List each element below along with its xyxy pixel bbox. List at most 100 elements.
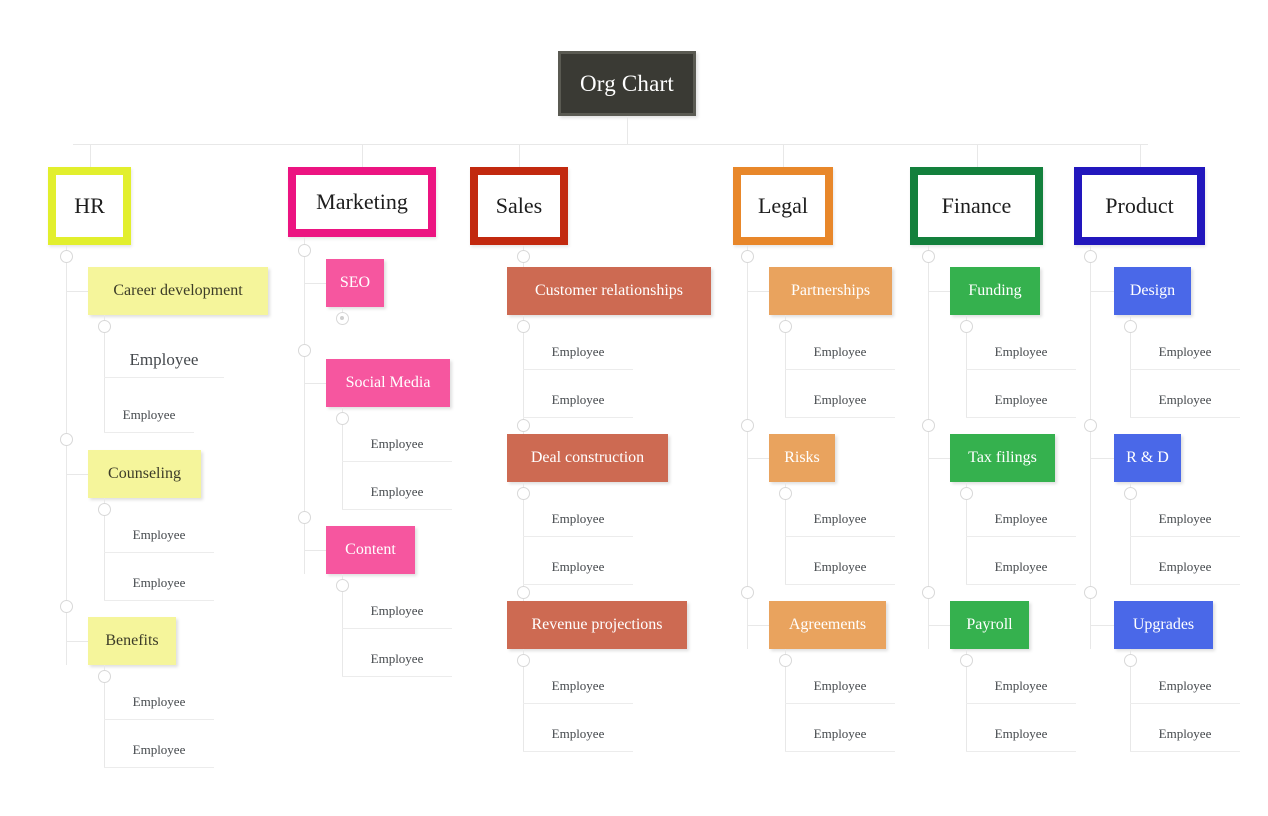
team-node-finance-0[interactable]: Funding [950, 267, 1040, 315]
team-node-marketing-0[interactable]: SEO [326, 259, 384, 307]
branch-dot-hr-0 [59, 249, 73, 263]
connector-team-spine-product-0 [1130, 315, 1131, 418]
dept-node-finance[interactable]: Finance [910, 167, 1043, 245]
dept-node-product[interactable]: Product [1074, 167, 1205, 245]
employee-node-hr-2-0[interactable]: Employee [104, 685, 214, 720]
employee-node-finance-2-0[interactable]: Employee [966, 669, 1076, 704]
employee-node-hr-2-1[interactable]: Employee [104, 733, 214, 768]
team-node-legal-0[interactable]: Partnerships [769, 267, 892, 315]
team-node-hr-0[interactable]: Career development [88, 267, 268, 315]
trunk-bus [73, 144, 1148, 145]
branch-dot-finance-2 [921, 585, 935, 599]
team-node-finance-2[interactable]: Payroll [950, 601, 1029, 649]
employee-node-hr-0-0[interactable]: Employee [104, 343, 224, 378]
employee-node-sales-1-1[interactable]: Employee [523, 550, 633, 585]
connector-team-elbow-finance-0 [928, 291, 950, 292]
connector-team-spine-finance-0 [966, 315, 967, 418]
connector-dept-spine-marketing [304, 237, 305, 574]
connector-team-elbow-finance-2 [928, 625, 950, 626]
employee-node-finance-0-0[interactable]: Employee [966, 335, 1076, 370]
employee-node-product-2-0[interactable]: Employee [1130, 669, 1240, 704]
employee-node-sales-1-0[interactable]: Employee [523, 502, 633, 537]
team-node-product-2[interactable]: Upgrades [1114, 601, 1213, 649]
connector-dept-drop-sales [519, 144, 520, 167]
employee-node-finance-2-1[interactable]: Employee [966, 717, 1076, 752]
branch-dot-hr-1 [59, 432, 73, 446]
employee-node-sales-0-1[interactable]: Employee [523, 383, 633, 418]
branch-dot-emp-sales-2-0 [516, 653, 530, 667]
team-node-product-1[interactable]: R & D [1114, 434, 1181, 482]
connector-team-spine-sales-2 [523, 649, 524, 752]
collapsed-toggle-marketing-0[interactable] [335, 311, 349, 325]
connector-dept-spine-hr [66, 245, 67, 665]
employee-node-product-1-0[interactable]: Employee [1130, 502, 1240, 537]
branch-dot-sales-0 [516, 249, 530, 263]
team-node-finance-1[interactable]: Tax filings [950, 434, 1055, 482]
employee-node-product-0-1[interactable]: Employee [1130, 383, 1240, 418]
connector-team-spine-legal-0 [785, 315, 786, 418]
branch-dot-emp-legal-1-0 [778, 486, 792, 500]
team-node-marketing-1[interactable]: Social Media [326, 359, 450, 407]
branch-dot-finance-0 [921, 249, 935, 263]
branch-dot-emp-product-1-0 [1123, 486, 1137, 500]
branch-dot-legal-2 [740, 585, 754, 599]
employee-node-marketing-1-0[interactable]: Employee [342, 427, 452, 462]
employee-node-legal-2-1[interactable]: Employee [785, 717, 895, 752]
team-node-sales-2[interactable]: Revenue projections [507, 601, 687, 649]
root-node-org-chart[interactable]: Org Chart [558, 51, 696, 116]
dept-node-hr[interactable]: HR [48, 167, 131, 245]
employee-node-sales-2-1[interactable]: Employee [523, 717, 633, 752]
branch-dot-marketing-1 [297, 343, 311, 357]
team-node-legal-1[interactable]: Risks [769, 434, 835, 482]
connector-team-elbow-product-1 [1090, 458, 1114, 459]
connector-dept-drop-product [1140, 144, 1141, 167]
employee-node-hr-1-1[interactable]: Employee [104, 566, 214, 601]
team-node-hr-1[interactable]: Counseling [88, 450, 201, 498]
employee-node-legal-1-0[interactable]: Employee [785, 502, 895, 537]
team-node-hr-2[interactable]: Benefits [88, 617, 176, 665]
team-node-sales-0[interactable]: Customer relationships [507, 267, 711, 315]
branch-dot-emp-hr-2-0 [97, 669, 111, 683]
employee-node-legal-0-1[interactable]: Employee [785, 383, 895, 418]
connector-team-spine-hr-1 [104, 498, 105, 601]
employee-node-marketing-2-1[interactable]: Employee [342, 642, 452, 677]
employee-node-product-1-1[interactable]: Employee [1130, 550, 1240, 585]
employee-node-product-2-1[interactable]: Employee [1130, 717, 1240, 752]
connector-team-elbow-legal-1 [747, 458, 769, 459]
employee-node-finance-0-1[interactable]: Employee [966, 383, 1076, 418]
employee-node-hr-0-1[interactable]: Employee [104, 398, 194, 433]
branch-dot-emp-finance-2-0 [959, 653, 973, 667]
employee-node-product-0-0[interactable]: Employee [1130, 335, 1240, 370]
employee-node-marketing-2-0[interactable]: Employee [342, 594, 452, 629]
branch-dot-sales-2 [516, 585, 530, 599]
employee-node-finance-1-1[interactable]: Employee [966, 550, 1076, 585]
connector-team-elbow-finance-1 [928, 458, 950, 459]
team-node-marketing-2[interactable]: Content [326, 526, 415, 574]
employee-node-legal-1-1[interactable]: Employee [785, 550, 895, 585]
dept-node-marketing[interactable]: Marketing [288, 167, 436, 237]
team-node-product-0[interactable]: Design [1114, 267, 1191, 315]
connector-team-spine-product-1 [1130, 482, 1131, 585]
branch-dot-legal-1 [740, 418, 754, 432]
team-node-sales-1[interactable]: Deal construction [507, 434, 668, 482]
connector-dept-spine-product [1090, 245, 1091, 649]
branch-dot-emp-marketing-2-0 [335, 578, 349, 592]
connector-team-spine-legal-2 [785, 649, 786, 752]
branch-dot-emp-sales-1-0 [516, 486, 530, 500]
employee-node-legal-2-0[interactable]: Employee [785, 669, 895, 704]
dept-node-legal[interactable]: Legal [733, 167, 833, 245]
employee-node-sales-0-0[interactable]: Employee [523, 335, 633, 370]
connector-team-elbow-hr-1 [66, 474, 88, 475]
branch-dot-product-1 [1083, 418, 1097, 432]
employee-node-hr-1-0[interactable]: Employee [104, 518, 214, 553]
dept-node-sales[interactable]: Sales [470, 167, 568, 245]
connector-team-spine-hr-2 [104, 665, 105, 768]
branch-dot-emp-hr-1-0 [97, 502, 111, 516]
branch-dot-emp-product-0-0 [1123, 319, 1137, 333]
employee-node-marketing-1-1[interactable]: Employee [342, 475, 452, 510]
employee-node-sales-2-0[interactable]: Employee [523, 669, 633, 704]
connector-team-spine-marketing-1 [342, 407, 343, 510]
employee-node-finance-1-0[interactable]: Employee [966, 502, 1076, 537]
team-node-legal-2[interactable]: Agreements [769, 601, 886, 649]
employee-node-legal-0-0[interactable]: Employee [785, 335, 895, 370]
